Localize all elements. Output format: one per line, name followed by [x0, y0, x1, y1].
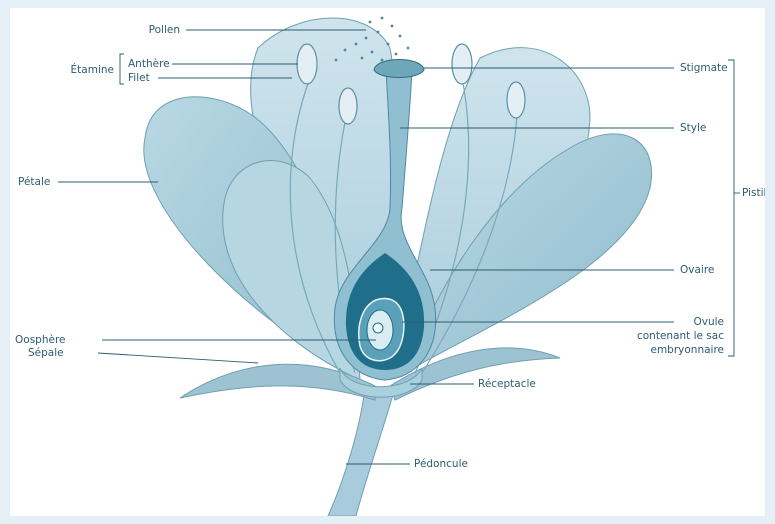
leader-sepale: [98, 353, 258, 363]
label-stigmate: Stigmate: [680, 62, 728, 74]
bracket-pistil: [728, 60, 734, 356]
stamen-anther-3: [452, 44, 472, 84]
label-receptacle: Réceptacle: [478, 378, 536, 390]
bracket-etamine: [120, 54, 124, 84]
label-etamine: Étamine: [71, 63, 114, 76]
label-pollen: Pollen: [149, 24, 180, 36]
stigma-shape: [374, 60, 424, 78]
peduncle-stem: [328, 388, 395, 516]
label-sepale: Sépale: [28, 347, 64, 359]
oosphere-cell: [373, 323, 383, 333]
label-ovule-line1: Ovule: [693, 316, 724, 328]
label-pedoncule: Pédoncule: [414, 458, 468, 470]
flower-illustration: Pollen Étamine Anthère Filet Pétale Oosp…: [10, 8, 765, 516]
stamen-anther-4: [507, 82, 525, 118]
label-pistil: Pistil: [742, 187, 765, 199]
label-oosphere: Oosphère: [15, 334, 66, 346]
stamen-anther-1: [297, 44, 317, 84]
label-ovule-line2: contenant le sac: [637, 330, 724, 342]
label-ovaire: Ovaire: [680, 264, 714, 276]
label-ovule-line3: embryonnaire: [650, 344, 724, 356]
stamen-anther-2: [339, 88, 357, 124]
label-filet: Filet: [128, 72, 150, 84]
flower-diagram: Pollen Étamine Anthère Filet Pétale Oosp…: [10, 8, 765, 516]
label-anthere: Anthère: [128, 58, 170, 70]
label-petale: Pétale: [18, 176, 50, 188]
label-style: Style: [680, 122, 706, 134]
